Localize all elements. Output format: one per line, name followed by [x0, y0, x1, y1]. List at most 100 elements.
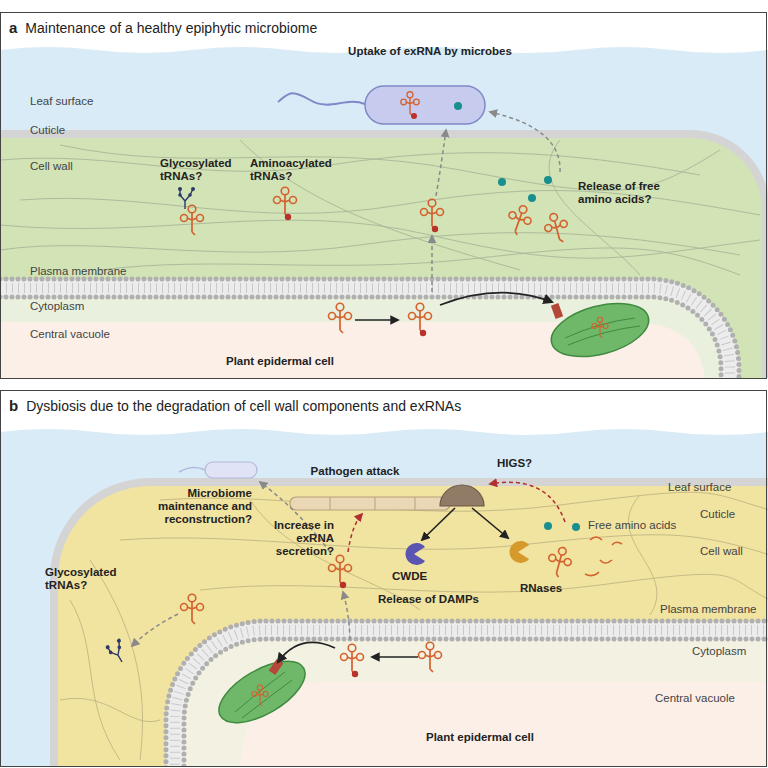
trna-icons-part: [420, 330, 426, 336]
trna-icons-part: [285, 214, 291, 220]
bacterium: [278, 86, 485, 124]
trna-icons-part: [178, 187, 195, 209]
wall-fibers-part: [0, 233, 740, 255]
annotation-label: Plasma membrane: [660, 603, 765, 616]
annotation-label: Cuticle: [700, 508, 760, 521]
annotation-label: Cuticle: [30, 124, 140, 137]
annotation-label: Release of DAMPs: [378, 593, 498, 606]
wall-fibers-part: [100, 248, 740, 275]
panel-b-art: [0, 390, 768, 767]
wall-fibers-part: [549, 140, 640, 275]
bacterium: [179, 462, 257, 478]
chloroplast-part: [235, 672, 292, 718]
arrows-part: [355, 319, 398, 321]
annotation-label: Plant epidermal cell: [180, 355, 380, 368]
pathogen-part: [440, 485, 484, 506]
trna-icons-part: [340, 582, 346, 588]
trna-icons-part: [181, 594, 204, 624]
central-vacuole: [240, 682, 768, 767]
plasma-membrane: [166, 621, 768, 767]
trna-icons-part: [572, 523, 580, 531]
annotation-label: Pathogen attack: [300, 465, 410, 478]
panel-heading: Maintenance of a healthy epiphytic micro…: [25, 20, 317, 36]
wall-fibers-part: [60, 698, 160, 721]
plasma-membrane-part: [184, 639, 768, 767]
annotation-label: Plasma membrane: [30, 265, 150, 278]
arrows-part: [343, 592, 350, 640]
enzymes: [406, 541, 529, 565]
panel-a-art: [0, 12, 768, 378]
trna-icons: [105, 522, 622, 677]
arrows-part: [431, 236, 433, 292]
wall-fibers-part: [0, 153, 700, 175]
pathogen: [290, 485, 484, 510]
arrows-part: [440, 293, 552, 305]
cytoplasm: [184, 639, 768, 767]
arrows: [355, 112, 560, 320]
annotation-label: HIGS?: [497, 457, 547, 470]
annotation-label: Leaf surface: [30, 95, 140, 108]
annotation-label: CWDE: [392, 570, 442, 583]
plasma-membrane-part: [0, 288, 730, 378]
annotation-label: Cell wall: [30, 160, 140, 173]
arrows-part: [348, 514, 362, 552]
trna-icons-part: [544, 176, 552, 184]
enzymes-part: [510, 541, 529, 563]
arrows-part: [436, 130, 446, 196]
wall-fibers-part: [629, 495, 657, 615]
chloroplast: [209, 649, 314, 735]
annotation-label: Cytoplasm: [692, 645, 767, 658]
wall-fibers-part: [90, 560, 143, 760]
trna-icons-part: [409, 303, 432, 333]
wall-fibers-part: [120, 535, 768, 555]
panel-letter: a: [9, 19, 17, 36]
bacterium-part: [454, 102, 462, 110]
trna-icons-part: [181, 205, 204, 235]
wall-fibers-part: [0, 220, 760, 258]
annotation-label: Plant epidermal cell: [380, 731, 580, 744]
trna-icons-part: [432, 226, 438, 232]
plasma-membrane-part: [0, 288, 730, 378]
trna-icons-part: [329, 303, 352, 333]
trna-icons-part: [352, 671, 358, 677]
trna-icons-part: [585, 537, 622, 576]
plasma-membrane-part: [166, 621, 768, 767]
panel-frame: a Maintenance of a healthy epiphytic micr…: [0, 12, 767, 379]
bacterium-part: [179, 467, 205, 472]
plasma-membrane-part: [175, 630, 768, 767]
annotation-label: Glycosylated tRNAs?: [160, 157, 238, 183]
arrows-part: [372, 656, 418, 658]
annotation-label: Glycosylated tRNAs?: [45, 566, 125, 592]
trna-icons-part: [419, 642, 442, 672]
chloroplast-part: [551, 303, 563, 319]
cuticle: [50, 478, 768, 767]
cell-wall: [0, 138, 762, 378]
bacterium-part: [278, 93, 365, 104]
chloroplast-part: [269, 659, 284, 675]
annotation-label: Cytoplasm: [30, 300, 140, 313]
annotation-label: Central vacuole: [30, 328, 140, 341]
annotation-label: Aminoacylated tRNAs?: [250, 157, 338, 183]
arrows-part: [422, 508, 455, 540]
trna-icons-part: [503, 202, 535, 238]
trna-icons-part: [274, 187, 297, 217]
bacterium-part: [411, 113, 417, 119]
wall-fibers-part: [200, 574, 768, 600]
trna-icons-part: [544, 522, 552, 530]
wall-fibers-part: [240, 140, 520, 270]
wall-fibers: [0, 140, 760, 275]
annotation-label: Microbiome maintenance and reconstructio…: [148, 487, 252, 526]
arrows-part: [132, 614, 178, 646]
arrows-part: [490, 482, 565, 522]
plasma-membrane-part: [175, 630, 768, 767]
annotation-label: RNases: [520, 582, 580, 595]
panel-letter: b: [9, 397, 18, 414]
wall-fibers-part: [70, 600, 120, 760]
chloroplast-part: [545, 294, 654, 366]
pathogen-part: [330, 497, 415, 510]
arrows-part: [490, 112, 560, 172]
panel-frame: bDysbiosis due to the degradation of cel…: [0, 390, 767, 767]
chloroplast-part: [592, 317, 608, 338]
